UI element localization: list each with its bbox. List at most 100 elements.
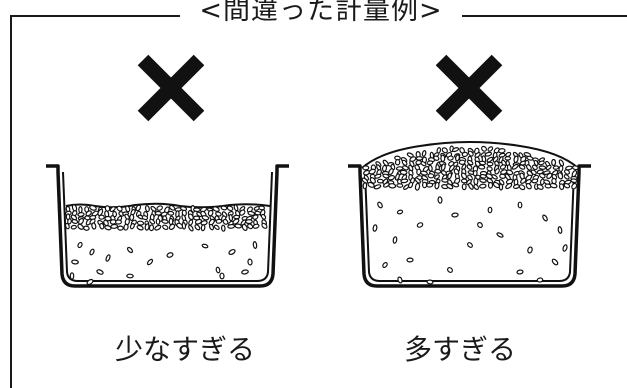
rice-grain: [241, 269, 249, 275]
rice-grain: [421, 150, 427, 157]
rice-grain: [468, 182, 474, 190]
rice-grain: [188, 219, 194, 226]
cross-mark-icon-right: [435, 54, 503, 122]
rice-grains-right: [361, 145, 579, 285]
rice-grain: [362, 182, 368, 190]
rice-grain: [239, 209, 246, 216]
cross-mark-icon-left: [137, 54, 205, 122]
rice-grain: [400, 178, 409, 184]
bowl-inner-left: [62, 171, 273, 282]
rice-grain: [494, 168, 500, 175]
rice-grain: [71, 219, 79, 224]
rice-grain: [477, 164, 486, 170]
rice-grain: [104, 225, 112, 231]
rice-grain: [89, 204, 97, 211]
rice-grain: [396, 209, 404, 215]
rice-grain: [531, 164, 538, 171]
rice-grain: [78, 206, 83, 214]
rice-grain: [527, 246, 533, 254]
rice-grain: [181, 222, 187, 230]
rice-grain: [241, 223, 248, 231]
rice-grain: [479, 178, 487, 183]
rice-grain: [479, 173, 487, 179]
rice-grain: [498, 148, 506, 154]
rice-grain: [506, 169, 514, 176]
rice-grain: [392, 236, 398, 244]
rice-grain: [415, 156, 424, 161]
rice-grain: [222, 218, 229, 225]
rice-grain: [402, 165, 409, 171]
rice-grain: [141, 215, 149, 221]
rice-grain: [123, 223, 129, 231]
rice-grain: [126, 273, 134, 279]
rice-grain: [219, 272, 225, 280]
rice-grain: [85, 210, 92, 217]
rice-grain: [427, 173, 435, 179]
rice-grain: [473, 183, 479, 191]
bowl-outline-left: [46, 164, 289, 288]
rice-grain: [492, 155, 499, 163]
rice-grain: [110, 223, 119, 229]
rice-grain: [420, 161, 427, 167]
rice-grain: [228, 248, 236, 256]
rice-grain: [115, 219, 122, 225]
rice-grain: [64, 222, 70, 230]
rice-grain: [207, 209, 214, 217]
rice-grain: [481, 145, 487, 152]
caption-too-much: 多すぎる: [403, 333, 516, 366]
rice-grain: [227, 223, 236, 229]
rice-grain: [516, 269, 524, 275]
rice-grain: [193, 207, 201, 213]
rice-grain: [538, 165, 547, 170]
page-title: <間違った計量例>: [180, 0, 462, 28]
rice-grain: [99, 222, 105, 230]
rice-grain: [373, 184, 382, 190]
rice-grain: [166, 252, 174, 258]
rice-grain: [381, 164, 388, 172]
rice-grain: [505, 182, 513, 190]
rice-grain: [563, 183, 571, 189]
rice-grain: [89, 248, 95, 256]
rice-grain: [563, 174, 570, 180]
rice-grain: [525, 183, 532, 190]
rice-grain: [200, 224, 206, 232]
rice-grain: [572, 165, 579, 171]
rice-grain: [570, 178, 578, 184]
rice-grain: [517, 201, 523, 209]
rice-grain: [168, 223, 176, 231]
rice-grain: [252, 223, 260, 229]
rice-grain: [194, 224, 201, 231]
rice-grain: [144, 205, 150, 213]
rice-grain: [70, 214, 78, 221]
rice-grain: [518, 164, 526, 170]
rice-grains-left: [64, 204, 268, 286]
rice-grain: [441, 147, 448, 154]
rice-grain: [504, 155, 512, 161]
rice-grain: [558, 159, 565, 167]
rice-grain: [208, 223, 215, 231]
rice-grain: [401, 159, 408, 166]
rice-grain: [188, 224, 194, 232]
rice-grain: [428, 164, 433, 172]
rice-grain: [511, 163, 519, 170]
rice-grain: [194, 218, 203, 225]
rice-grain: [496, 232, 504, 238]
rice-grain: [525, 164, 532, 171]
rice-grain: [451, 182, 460, 188]
rice-grain: [426, 182, 434, 188]
rice-grain: [125, 205, 131, 213]
bowl-too-much: [348, 141, 591, 288]
rice-grain: [458, 159, 466, 165]
rice-grain: [538, 160, 545, 166]
rice-grain: [546, 172, 553, 180]
rice-grain: [129, 222, 135, 230]
rice-grain: [369, 177, 376, 184]
rice-grain: [571, 182, 578, 190]
rice-grain: [433, 155, 440, 161]
rice-grain: [414, 182, 421, 191]
rice-grain: [491, 174, 498, 180]
rice-grain: [201, 243, 209, 249]
rice-grain: [388, 183, 397, 189]
rice-grain: [247, 210, 256, 216]
